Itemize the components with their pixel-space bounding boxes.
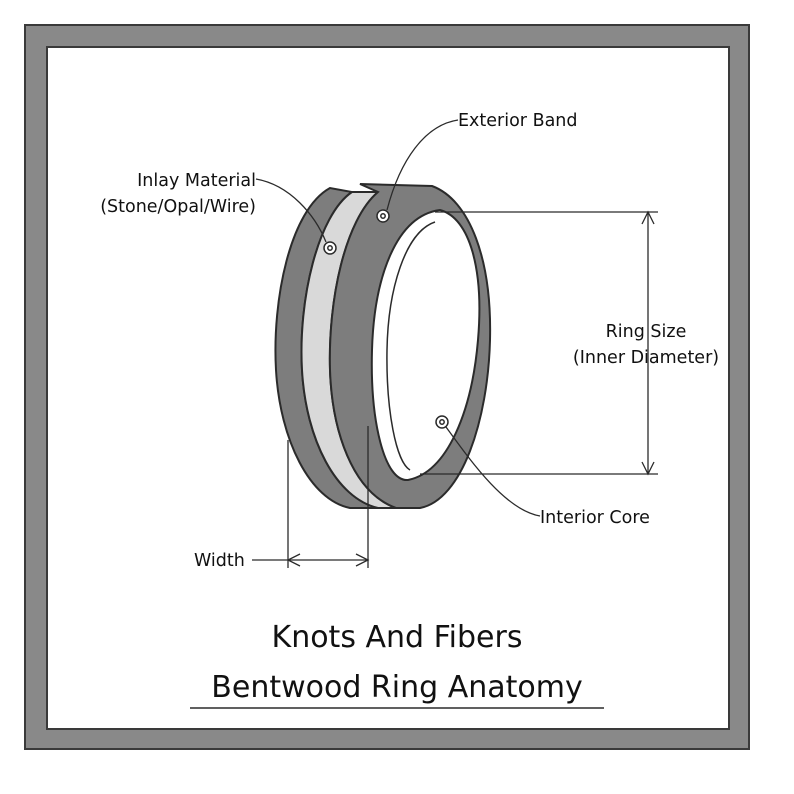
inlay-label-line1: Inlay Material	[137, 171, 256, 191]
inlay-marker	[323, 241, 337, 255]
exterior-band-leader	[386, 119, 459, 211]
title-line1: Knots And Fibers	[272, 620, 523, 655]
interior-core-marker	[435, 415, 449, 429]
ring-size-label-line1: Ring Size	[606, 322, 687, 342]
interior-lip	[386, 221, 436, 471]
exterior-band-label: Exterior Band	[458, 111, 578, 131]
interior-core-label: Interior Core	[540, 508, 650, 528]
outer-frame	[24, 24, 750, 750]
interior-core-opening	[370, 208, 481, 482]
width-label: Width	[194, 551, 245, 571]
ring-illustration	[274, 183, 492, 509]
leader-lines	[252, 119, 658, 568]
title-line2: Bentwood Ring Anatomy	[211, 670, 582, 705]
markers	[323, 209, 449, 429]
inlay-label-line2: (Stone/Opal/Wire)	[100, 197, 256, 217]
ring-size-label-line2: (Inner Diameter)	[573, 348, 719, 368]
inlay-leader	[255, 178, 327, 243]
exterior-band-marker	[376, 209, 390, 223]
interior-core-leader	[445, 426, 541, 517]
